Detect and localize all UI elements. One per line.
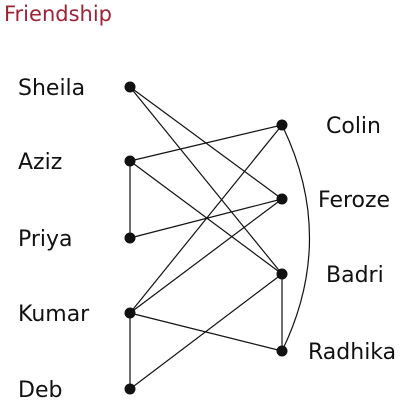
edge-colin-radhika [281, 124, 311, 352]
node-radhika [276, 345, 288, 357]
node-colin [276, 119, 288, 131]
node-priya [124, 232, 136, 244]
node-label-colin: Colin [326, 114, 381, 139]
node-deb [124, 383, 136, 395]
node-badri [276, 268, 288, 280]
node-label-deb: Deb [18, 378, 62, 403]
edge-deb-badri [129, 273, 283, 390]
node-sheila [124, 81, 136, 93]
edge-sheila-badri [129, 86, 283, 275]
node-label-sheila: Sheila [18, 76, 85, 101]
edge-aziz-badri [129, 160, 283, 275]
edges-layer [129, 86, 311, 390]
edge-kumar-colin [129, 124, 283, 314]
node-label-aziz: Aziz [18, 150, 62, 175]
node-aziz [124, 155, 136, 167]
node-label-radhika: Radhika [308, 340, 396, 365]
node-feroze [276, 193, 288, 205]
node-label-badri: Badri [326, 263, 384, 288]
node-kumar [124, 307, 136, 319]
edge-aziz-colin [129, 124, 283, 162]
edge-kumar-feroze [129, 198, 283, 314]
node-label-kumar: Kumar [18, 302, 90, 327]
node-label-priya: Priya [18, 227, 73, 252]
nodes-layer [124, 81, 288, 395]
diagram-title: Friendship [4, 2, 112, 26]
node-label-feroze: Feroze [318, 188, 390, 213]
